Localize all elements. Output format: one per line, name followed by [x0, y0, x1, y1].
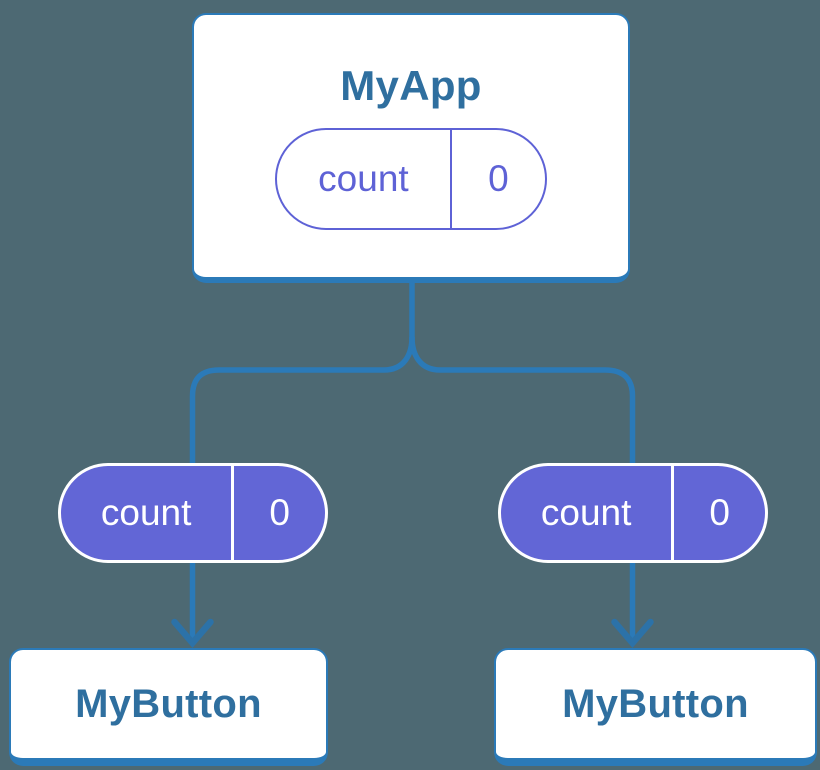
prop-value-label: 0	[269, 492, 290, 533]
pill-divider	[231, 466, 235, 560]
state-value-label: 0	[488, 158, 509, 199]
root-state-pill: count 0	[275, 128, 547, 230]
right-branch-connector	[409, 336, 636, 640]
left-arrow-down-icon	[171, 618, 214, 648]
right-child-component-card: MyButton	[494, 648, 817, 766]
left-child-card-title: MyButton	[75, 682, 262, 726]
root-card-title: MyApp	[340, 62, 482, 109]
pill-divider	[449, 130, 452, 228]
left-child-component-card: MyButton	[9, 648, 328, 766]
right-child-card-title: MyButton	[562, 682, 749, 726]
state-name-label: count	[318, 158, 409, 199]
prop-value-label: 0	[709, 492, 730, 533]
left-prop-pill: count 0	[58, 463, 328, 563]
right-prop-pill: count 0	[498, 463, 768, 563]
prop-name-label: count	[540, 492, 632, 533]
right-arrow-down-icon	[611, 618, 654, 648]
pill-divider	[671, 466, 675, 560]
root-component-card: MyApp count 0	[192, 13, 630, 283]
left-branch-connector	[189, 336, 415, 640]
prop-name-label: count	[100, 492, 192, 533]
